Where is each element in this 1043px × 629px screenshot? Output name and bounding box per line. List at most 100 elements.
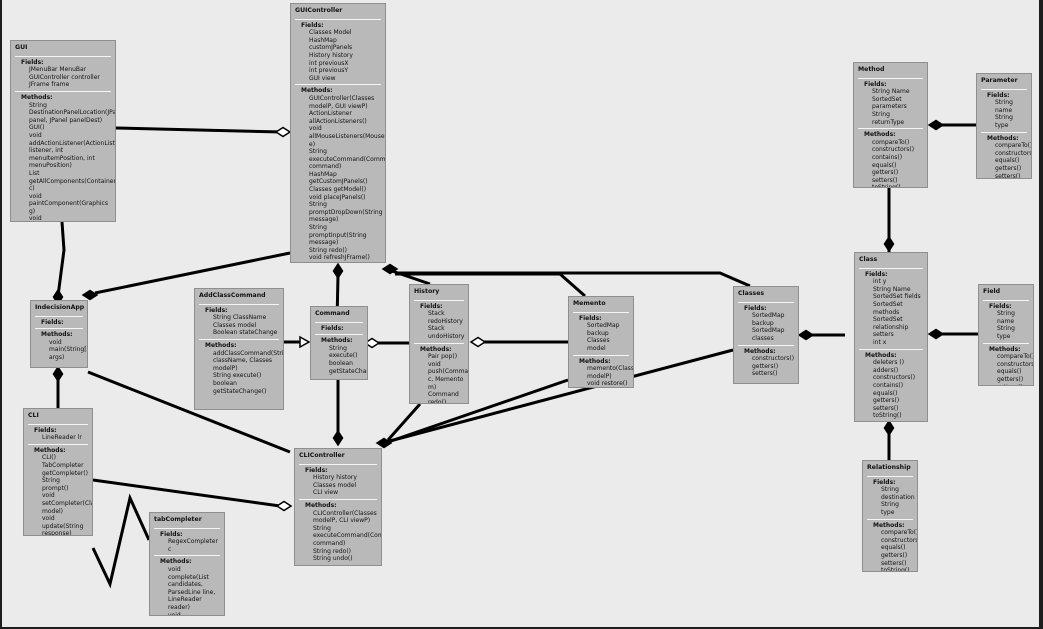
- method-item: String execute(): [329, 344, 358, 360]
- field-item: String Name: [872, 88, 910, 96]
- fields-label: Fields:: [579, 314, 602, 322]
- method-item: ActionListener allActionListeners(): [309, 110, 367, 125]
- field-item: int previousX: [309, 59, 349, 67]
- field-item: SortedMap backup: [587, 322, 622, 337]
- method-item: deleters (): [873, 359, 905, 367]
- method-item: void addActionListener(ActionListener li…: [29, 131, 115, 170]
- edge-cli-tabcompleter: [91, 493, 151, 589]
- method-item: void update(String response): [42, 515, 86, 536]
- aggregation-diamond: [363, 337, 381, 349]
- method-item: constructors(): [881, 536, 918, 544]
- field-item: int previousY: [309, 67, 349, 75]
- method-item: boolean getStateChange(): [213, 379, 267, 395]
- divider: [295, 84, 381, 86]
- method-item: void placeJPanels(): [309, 193, 366, 201]
- divider: [858, 128, 923, 130]
- divider: [867, 518, 913, 520]
- field-item: String Name: [873, 285, 911, 293]
- edge-gui-indecisionapp: [56, 221, 66, 297]
- methods-label: Methods:: [579, 357, 611, 365]
- methods-label: Methods:: [160, 558, 192, 566]
- composition-diamond: [52, 365, 64, 383]
- method-item: String redo(): [313, 547, 352, 555]
- field-item: SortedSet relationship setters: [873, 316, 911, 339]
- fields-label: Fields:: [989, 302, 1012, 310]
- method-item: constructors(): [873, 374, 916, 382]
- method-item: void setCompleter(Classes model): [168, 611, 181, 616]
- methods-label: Methods:: [305, 501, 337, 509]
- method-item: getters(): [873, 397, 900, 405]
- method-item: getters(): [995, 164, 1022, 172]
- method-item: CLI(): [42, 454, 56, 462]
- method-item: String executeCommand(Command command): [313, 524, 381, 547]
- divider: [983, 299, 1029, 301]
- method-item: void push(Command c, Memento m): [428, 360, 469, 391]
- divider: [28, 443, 88, 445]
- field-item: Classes model: [213, 321, 257, 329]
- fields-label: Fields:: [321, 324, 344, 332]
- method-item: void allMouseListeners(MouseEvent e): [309, 125, 385, 148]
- divider: [867, 475, 913, 477]
- edge-gui-guicontroller: [115, 126, 283, 134]
- method-item: equals(): [997, 368, 1022, 376]
- divider: [738, 301, 794, 303]
- composition-diamond: [375, 437, 393, 449]
- class-title: Relationship: [867, 464, 911, 471]
- class-title: Command: [315, 310, 350, 317]
- method-item: Pair pop(): [428, 353, 458, 361]
- method-item: getters(): [872, 169, 899, 177]
- field-item: JMenuBar MenuBar: [29, 66, 87, 74]
- fields-label: Fields:: [21, 58, 44, 66]
- composition-diamond: [797, 329, 815, 341]
- methods-label: Methods:: [420, 345, 452, 353]
- composition-diamond: [81, 289, 99, 301]
- fields-label: Fields:: [301, 21, 324, 29]
- field-item: String name: [995, 99, 1015, 114]
- divider: [315, 321, 363, 323]
- method-item: setters(): [995, 172, 1021, 179]
- field-item: String returnType: [872, 110, 905, 126]
- field-item: HashMap customJPanels: [309, 36, 353, 52]
- class-title: CLIController: [299, 452, 345, 459]
- methods-label: Methods:: [321, 337, 353, 345]
- method-item: toString(): [873, 412, 902, 420]
- method-item: getters(): [752, 362, 779, 370]
- method-item: constructors(): [872, 146, 915, 154]
- field-item: Classes model: [313, 481, 357, 489]
- methods-label: Methods:: [864, 131, 896, 139]
- aggregation-diamond: [275, 500, 293, 512]
- method-item: void complete(List candidates, ParsedLin…: [168, 565, 218, 611]
- divider: [858, 77, 923, 79]
- class-title: Class: [859, 256, 878, 263]
- methods-label: Methods:: [21, 93, 53, 101]
- method-item: setters(): [873, 404, 899, 412]
- class-title: AddClassCommand: [199, 292, 266, 299]
- divider: [299, 498, 377, 500]
- method-item: void paintComponent(Graphics g): [29, 192, 110, 215]
- method-item: CLIController(Classes modelP, CLI viewP): [313, 509, 379, 525]
- method-item: setters(): [872, 176, 898, 184]
- divider: [35, 328, 83, 330]
- edge-cli-clicontroller: [92, 478, 281, 508]
- field-item: SortedSet fields: [873, 293, 921, 301]
- method-item: void main(String[] args): [49, 338, 88, 361]
- field-item: History history: [309, 51, 353, 59]
- method-item: String undo(): [295, 262, 381, 263]
- fields-label: Fields:: [305, 466, 328, 474]
